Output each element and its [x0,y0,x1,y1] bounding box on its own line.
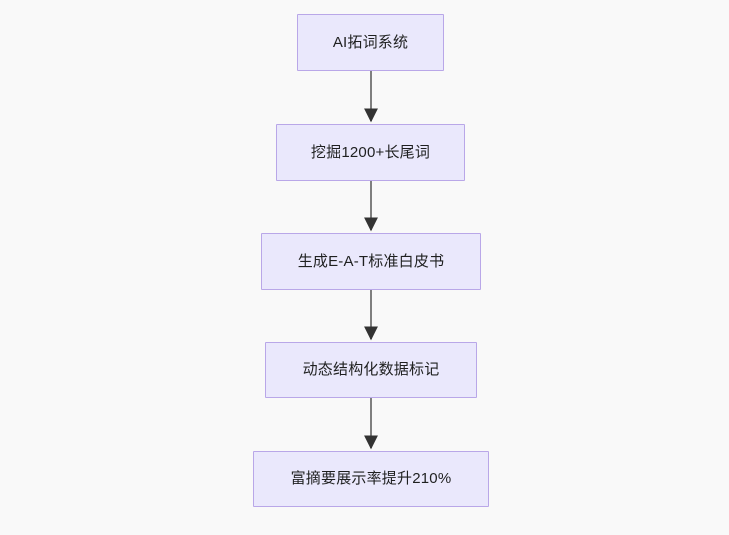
flow-node-label: 富摘要展示率提升210% [290,470,452,487]
flow-node-label: AI拓词系统 [332,33,409,51]
flow-node-label: 生成E-A-T标准白皮书 [297,252,445,270]
flow-node-rich-snippet-impression-lift[interactable]: 富摘要展示率提升210% [253,451,489,507]
flow-node-mine-longtail-keywords[interactable]: 挖掘1200+长尾词 [276,124,465,181]
flow-node-label: 挖掘1200+长尾词 [310,143,431,161]
flow-node-ai-keyword-system[interactable]: AI拓词系统 [297,14,444,71]
flow-node-label: 动态结构化数据标记 [302,361,440,378]
flow-node-generate-eat-whitepaper[interactable]: 生成E-A-T标准白皮书 [261,233,481,290]
flow-node-dynamic-structured-data-markup[interactable]: 动态结构化数据标记 [265,342,477,398]
